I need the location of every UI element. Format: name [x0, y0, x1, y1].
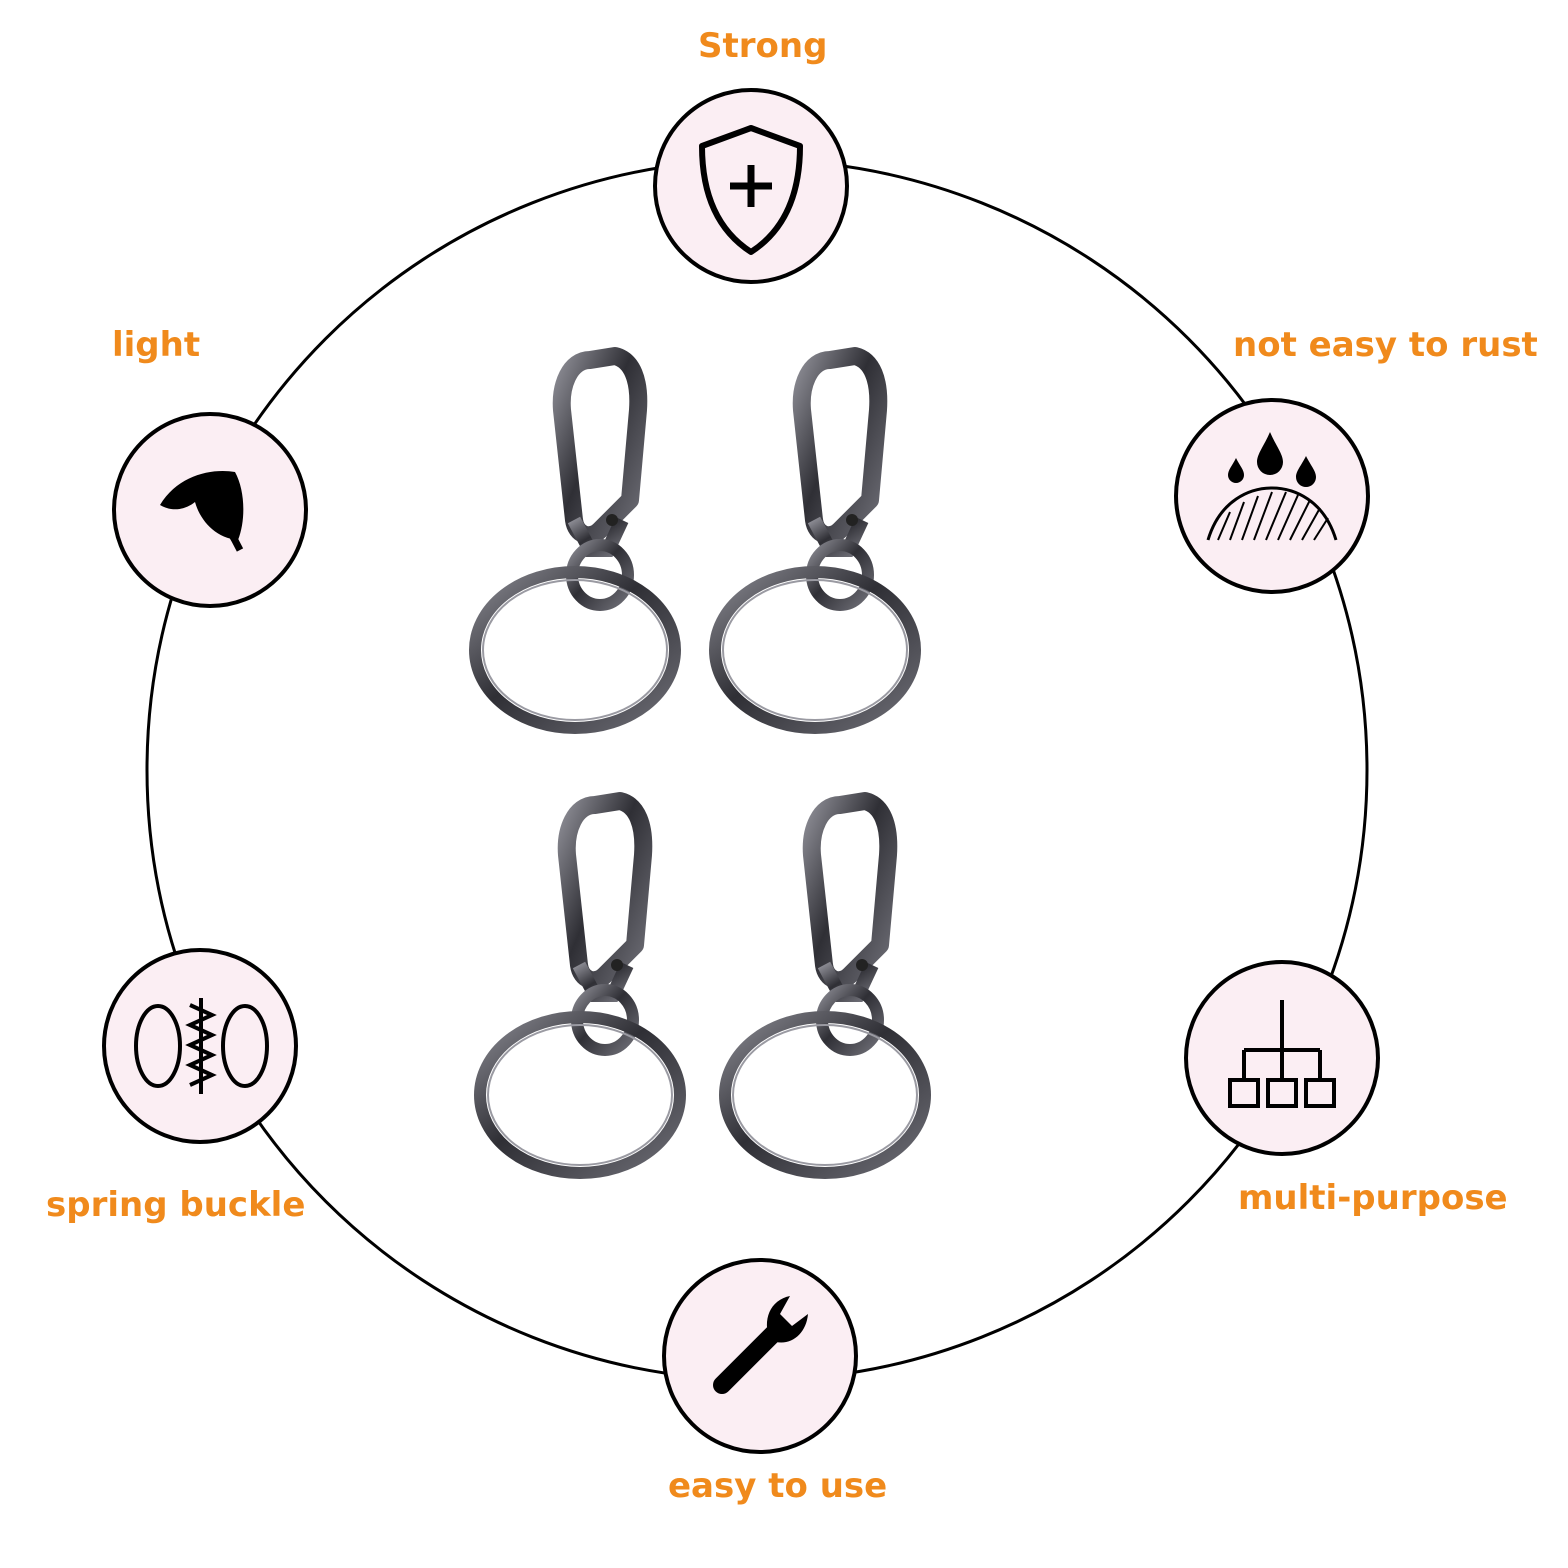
spring-icon: [134, 998, 269, 1094]
icon-circle-light: [112, 412, 308, 608]
icon-circle-rust: [1174, 398, 1370, 594]
outer-ring: [145, 158, 1369, 1382]
feature-label-strong: Strong: [698, 26, 828, 66]
icon-circle-strong: [653, 88, 849, 284]
product-image: [475, 356, 925, 1173]
feature-label-spring: spring buckle: [46, 1185, 306, 1225]
feature-label-multi: multi-purpose: [1238, 1178, 1508, 1218]
water-drops-icon: [1206, 432, 1338, 541]
feature-label-easy: easy to use: [668, 1466, 888, 1506]
leaf-icon: [160, 470, 244, 552]
feature-label-light: light: [112, 325, 201, 365]
icon-circle-easy: [662, 1258, 858, 1454]
icon-circle-spring: [102, 948, 298, 1144]
wrench-icon: [713, 1296, 808, 1394]
shield-plus-icon: [699, 125, 803, 255]
icon-circle-multi: [1184, 960, 1380, 1156]
feature-label-rust: not easy to rust: [1233, 325, 1538, 365]
hierarchy-icon: [1228, 1000, 1336, 1108]
